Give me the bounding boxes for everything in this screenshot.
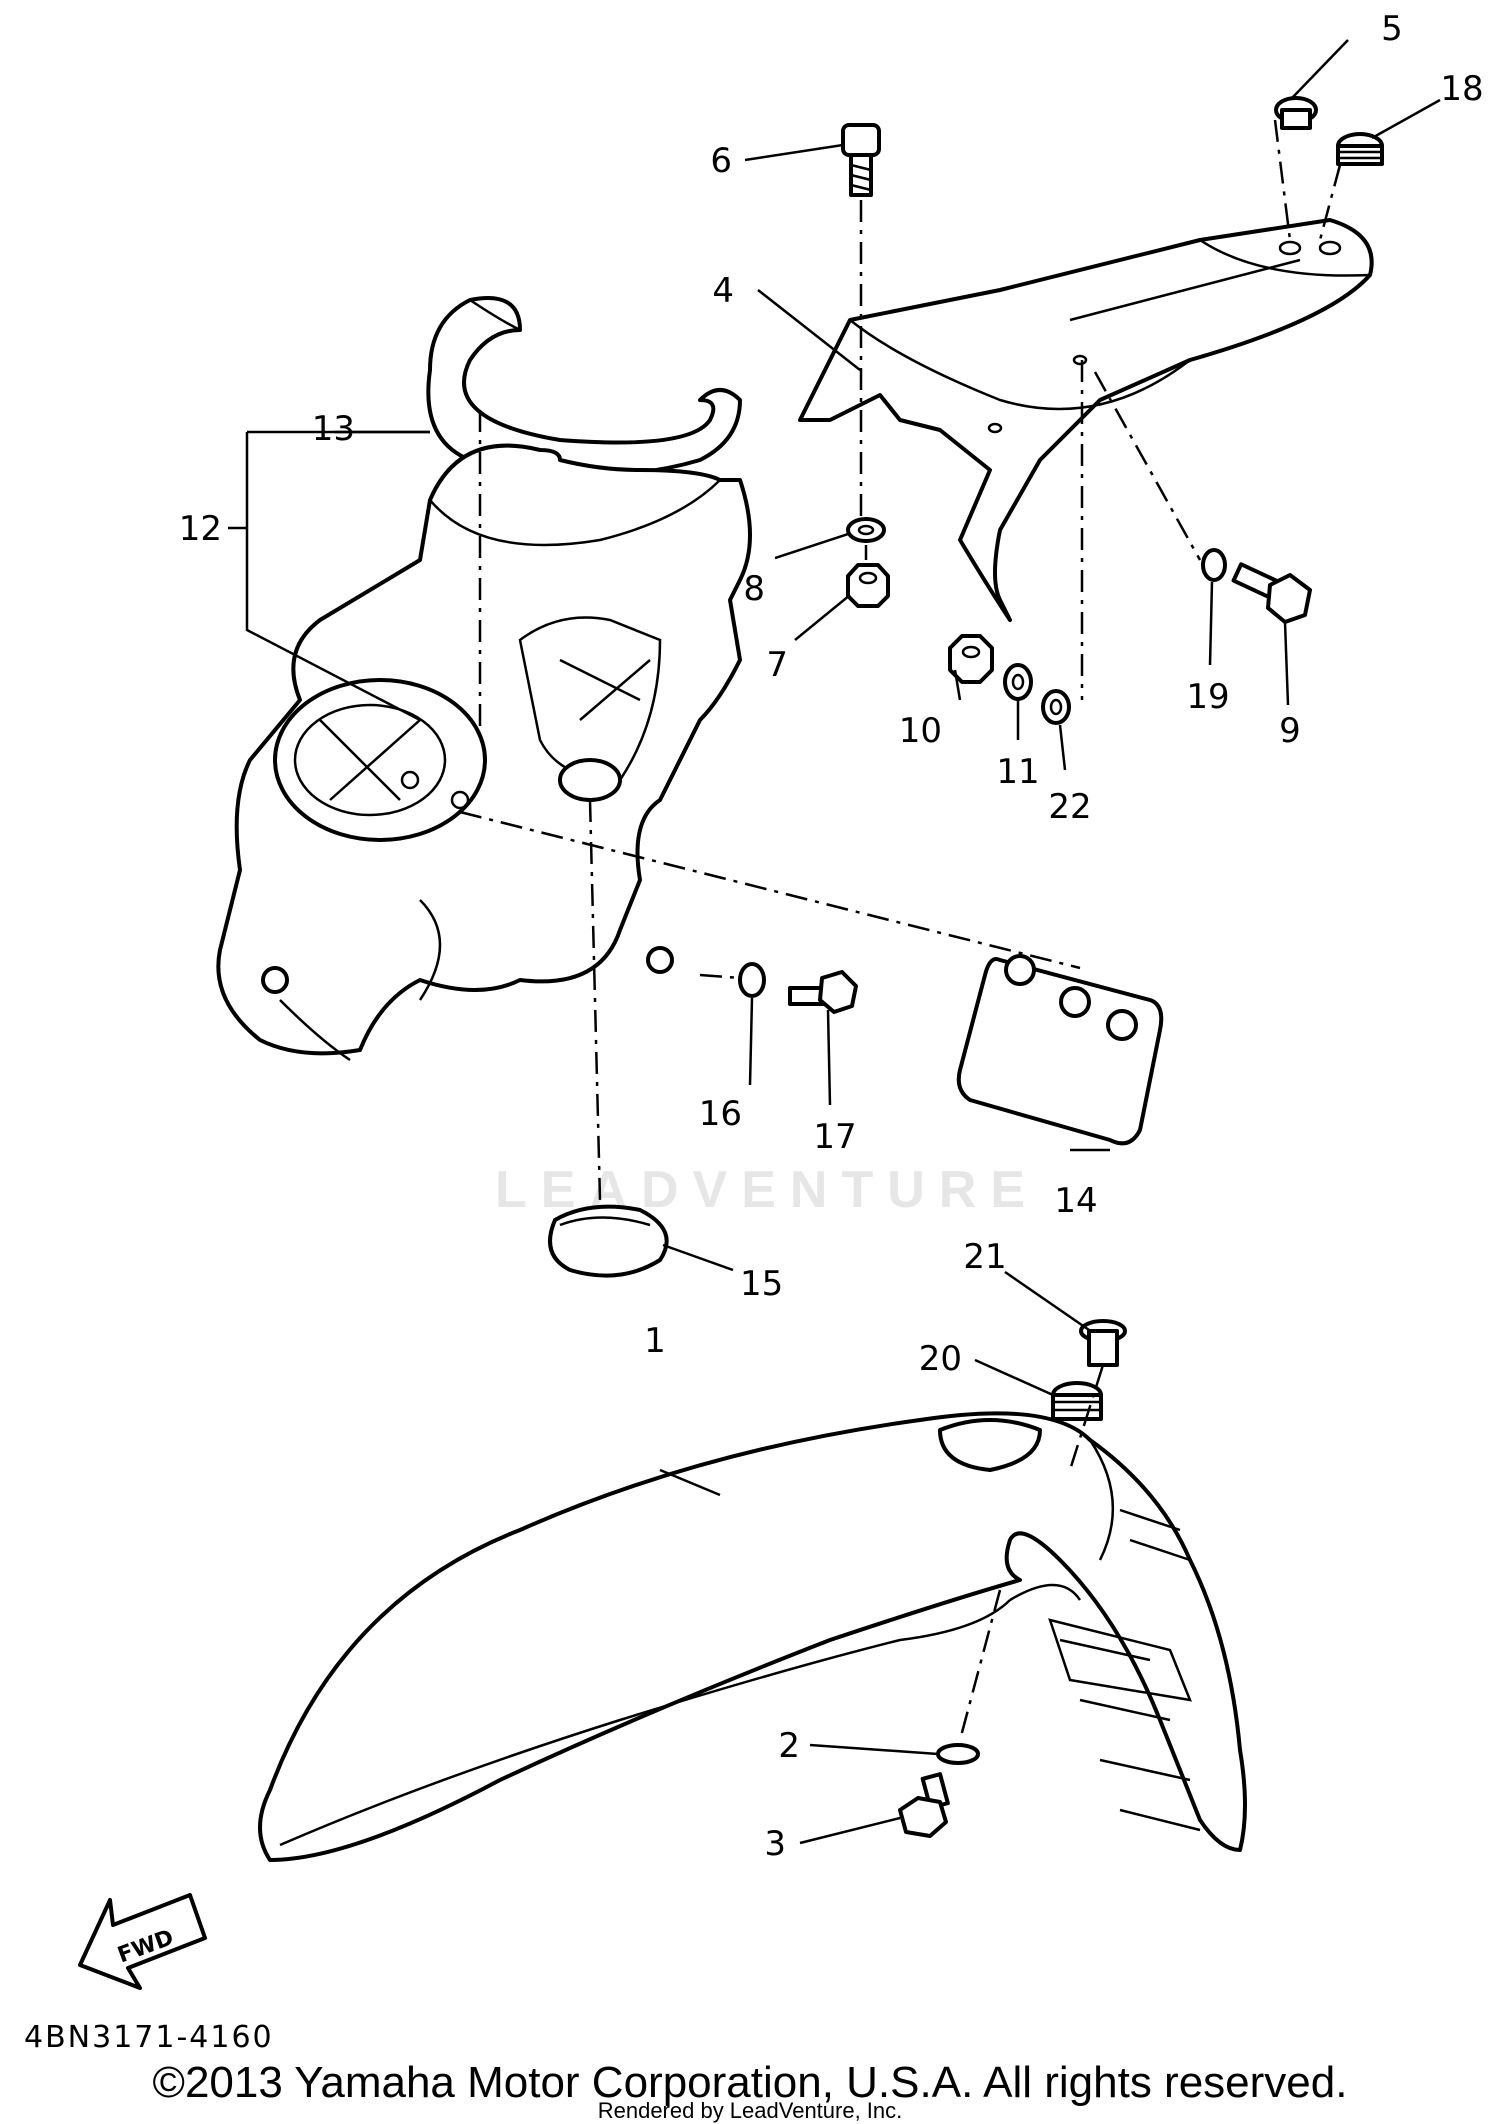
- grommet-part-18: [1336, 132, 1384, 166]
- callout-18: 18: [1440, 69, 1483, 109]
- callout-13: 13: [312, 409, 355, 449]
- cap-part-5: [1274, 96, 1318, 130]
- grommet-part-20: [1051, 1381, 1103, 1421]
- callout-3: 3: [764, 1824, 786, 1864]
- washer-part-16: [738, 962, 766, 998]
- callout-16: 16: [699, 1094, 742, 1134]
- diagram-code: 4BN3171-4160: [24, 2020, 274, 2055]
- callout-22: 22: [1048, 787, 1091, 827]
- callout-4: 4: [712, 271, 734, 311]
- bolt-part-6: [841, 123, 881, 197]
- grommet-part-15: [548, 1204, 669, 1278]
- callout-11: 11: [996, 752, 1039, 792]
- lockwasher-part-22: [1041, 689, 1071, 725]
- bracket-part-13: [426, 296, 742, 477]
- callout-14: 14: [1054, 1181, 1097, 1221]
- washer-part-2: [936, 1743, 980, 1765]
- callout-2: 2: [778, 1726, 800, 1766]
- callout-15: 15: [740, 1264, 783, 1304]
- callout-21: 21: [963, 1237, 1006, 1277]
- callout-19: 19: [1186, 677, 1229, 717]
- headlight-cover-part: [216, 443, 752, 1062]
- rendered-by-text: Rendered by LeadVenture, Inc.: [597, 2098, 903, 2123]
- fwd-arrow-icon: FWD: [78, 1893, 207, 1990]
- nut-part-7: [846, 563, 890, 608]
- collar-part-21: [1079, 1319, 1127, 1367]
- callout-10: 10: [899, 711, 942, 751]
- bolt-part-9: [1231, 562, 1312, 624]
- washer-part-19: [1201, 548, 1227, 582]
- bolt-part-3: [898, 1772, 950, 1838]
- leader-lines: [228, 39, 1441, 1845]
- callout-6: 6: [710, 141, 732, 181]
- assembly-lines: [459, 119, 1342, 1741]
- callout-8: 8: [743, 569, 765, 609]
- callout-17: 17: [813, 1117, 856, 1157]
- washer-part-11: [1003, 663, 1033, 701]
- nut-part-10: [948, 634, 994, 684]
- rear-fender-part: [798, 218, 1374, 622]
- front-fender-part: [258, 1411, 1247, 1862]
- number-plate-part: [956, 954, 1164, 1146]
- bolt-part-17: [788, 970, 858, 1014]
- callout-20: 20: [919, 1339, 962, 1379]
- callout-7: 7: [766, 645, 788, 685]
- callout-9: 9: [1279, 711, 1301, 751]
- washer-part-8: [846, 517, 886, 543]
- callout-1: 1: [644, 1321, 666, 1361]
- callout-12: 12: [179, 509, 222, 549]
- copyright-text: ©2013 Yamaha Motor Corporation, U.S.A. A…: [152, 2058, 1348, 2107]
- callout-5: 5: [1381, 9, 1403, 49]
